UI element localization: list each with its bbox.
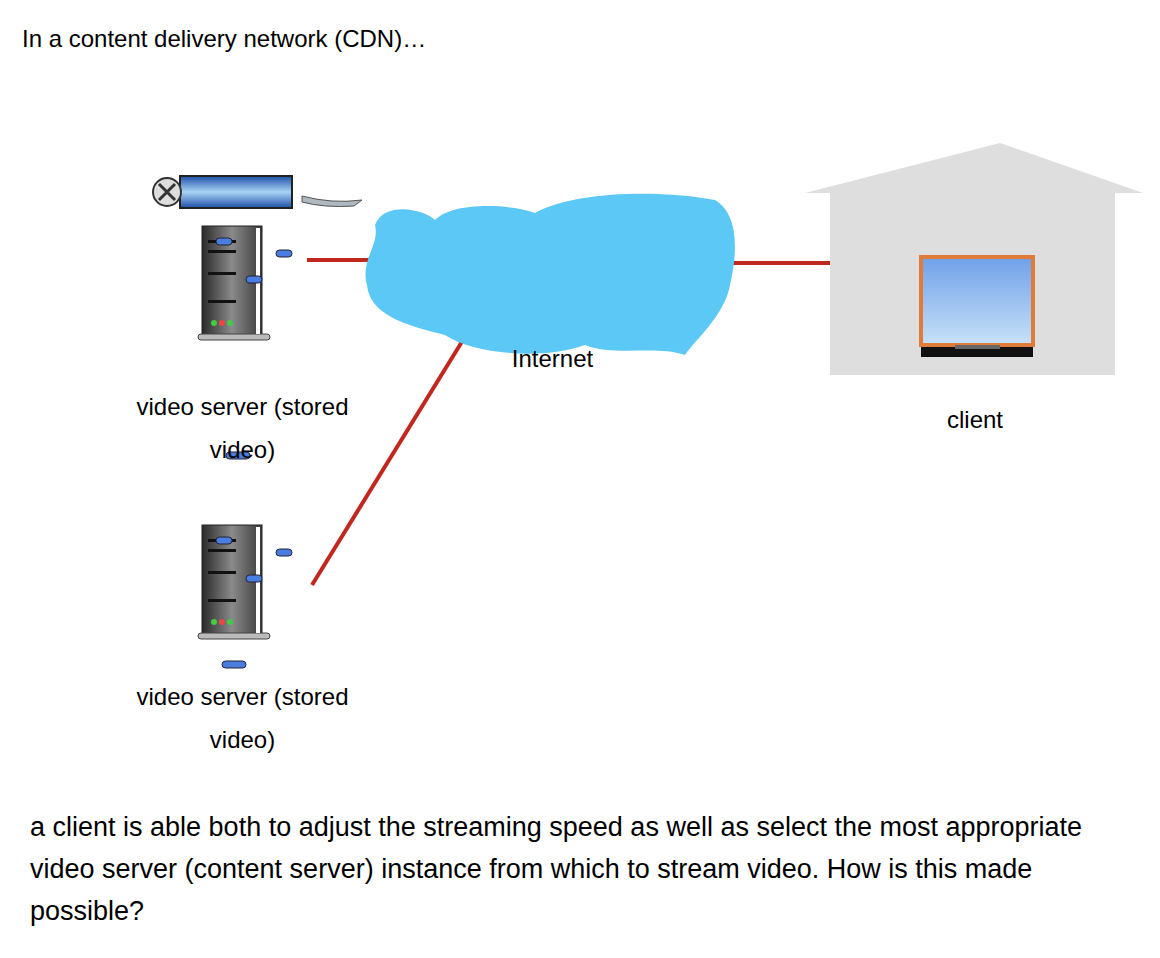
- internet-cloud: Internet: [365, 185, 740, 384]
- title: In a content delivery network (CDN)…: [22, 22, 426, 56]
- server-node: video server (stored video): [130, 515, 355, 765]
- client-house: client: [805, 140, 1145, 445]
- server-node: video server (stored video): [130, 170, 355, 475]
- client-house-illustration: [805, 140, 1145, 445]
- node-label: client: [805, 398, 1145, 441]
- caption: a client is able both to adjust the stre…: [30, 806, 1140, 932]
- node-label: video server (stored video): [130, 385, 355, 471]
- node-label: Internet: [365, 337, 740, 380]
- server-node-illustration: [130, 170, 355, 475]
- node-label: video server (stored video): [130, 675, 355, 761]
